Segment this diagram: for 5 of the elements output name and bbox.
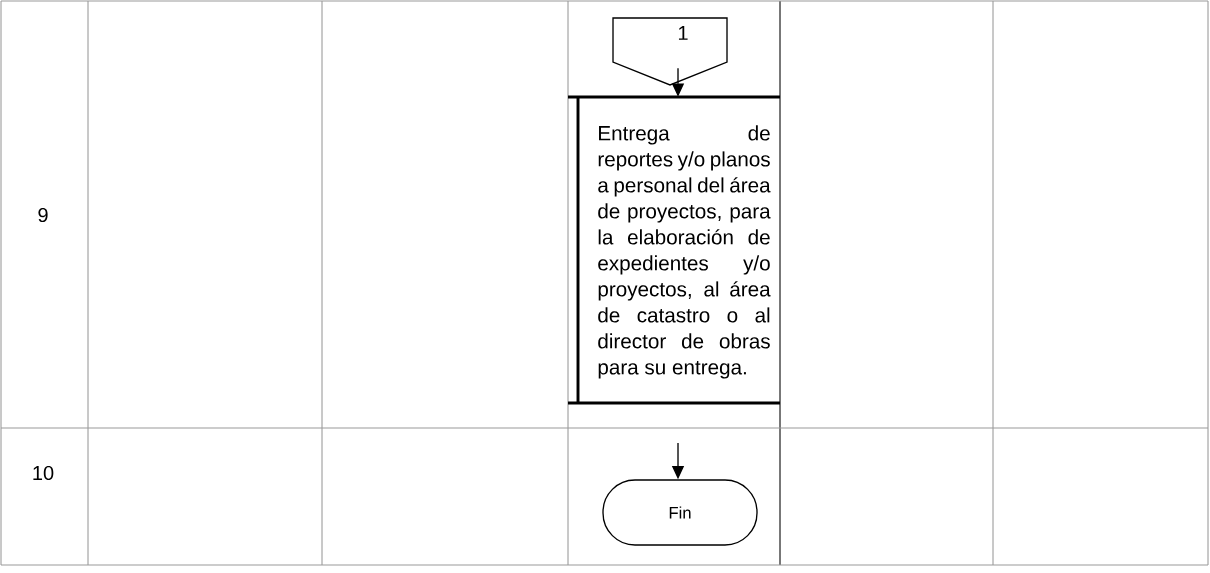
row-number: 9	[38, 207, 48, 223]
row-number: 10	[33, 465, 54, 481]
terminator: Fin	[602, 479, 758, 546]
off-page-connector: 1	[612, 17, 728, 86]
process-box: Entrega de reportes y/o planos a personal del área de proyectos, para la elaboración de expedientes y/o proyectos, al área de catastro o al director de obras para su entrega.	[568, 95, 780, 405]
